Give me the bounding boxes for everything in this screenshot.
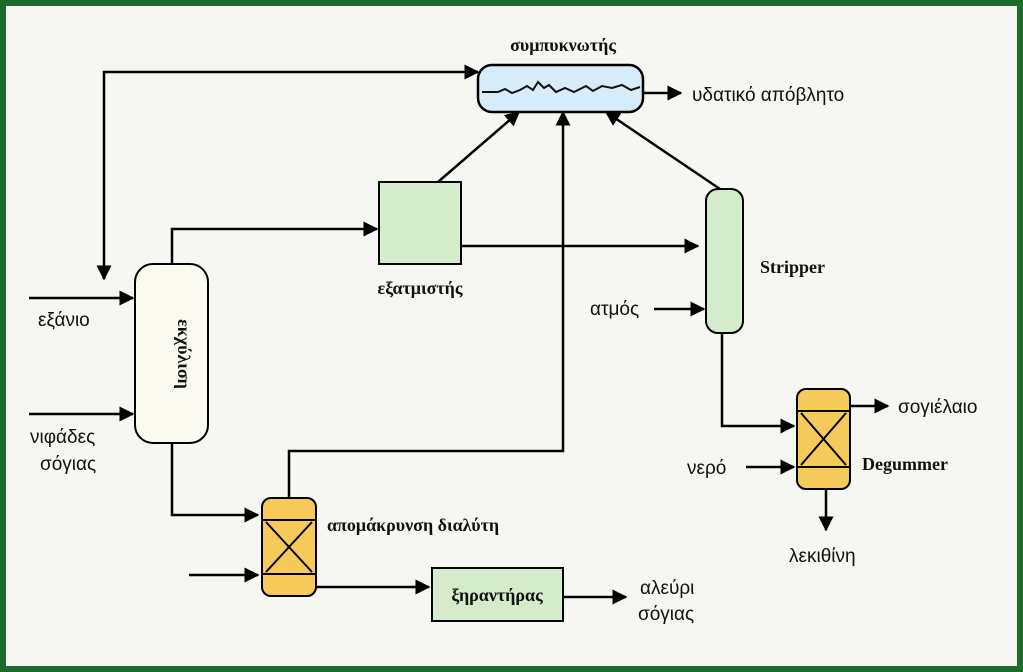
flakes-label-line2: σόγιας bbox=[40, 454, 96, 475]
stripper-unit bbox=[705, 188, 744, 334]
steam-label: ατμός bbox=[590, 299, 639, 320]
condenser-wave-icon bbox=[482, 80, 641, 95]
dryer-label: ξηραντήρας bbox=[451, 585, 543, 606]
dryer-unit bbox=[431, 567, 564, 622]
miscella-line bbox=[170, 221, 379, 264]
extraction-label: εκχύλιση bbox=[174, 319, 194, 389]
crude-oil-line bbox=[720, 333, 796, 434]
extraction-unit bbox=[134, 263, 209, 444]
extracted-flakes-line bbox=[170, 443, 260, 523]
condenser-unit bbox=[476, 63, 645, 114]
degummer-label: Degummer bbox=[862, 454, 948, 474]
stripper-vapor-line bbox=[604, 110, 721, 191]
desolventizer-vapor-line bbox=[287, 110, 571, 498]
degummer-unit bbox=[796, 388, 851, 490]
hexane-label: εξάνιο bbox=[38, 310, 90, 331]
stripper-label: Stripper bbox=[760, 257, 825, 277]
solvent-removal-label: απομάκρυνση διαλύτη bbox=[327, 515, 499, 535]
condenser-label: συμπυκνωτής bbox=[510, 35, 616, 55]
evaporator-label: εξατμιστής bbox=[378, 278, 463, 299]
evaporator-unit bbox=[378, 181, 462, 265]
meal-label-line2: σόγιας bbox=[638, 604, 694, 625]
soy-oil-label: σογιέλαιο bbox=[898, 397, 977, 418]
recycle-solvent-line bbox=[96, 64, 480, 281]
waste-water-label: υδατικό απόβλητο bbox=[692, 85, 844, 106]
solvent-removal-unit bbox=[261, 497, 317, 597]
meal-label-line1: αλεύρι bbox=[640, 578, 694, 599]
flakes-label-line1: νιφάδες bbox=[30, 427, 95, 448]
water-label: νερό bbox=[687, 458, 726, 479]
lecithin-label: λεκιθίνη bbox=[789, 546, 856, 567]
evaporator-vapor-line bbox=[437, 111, 521, 183]
